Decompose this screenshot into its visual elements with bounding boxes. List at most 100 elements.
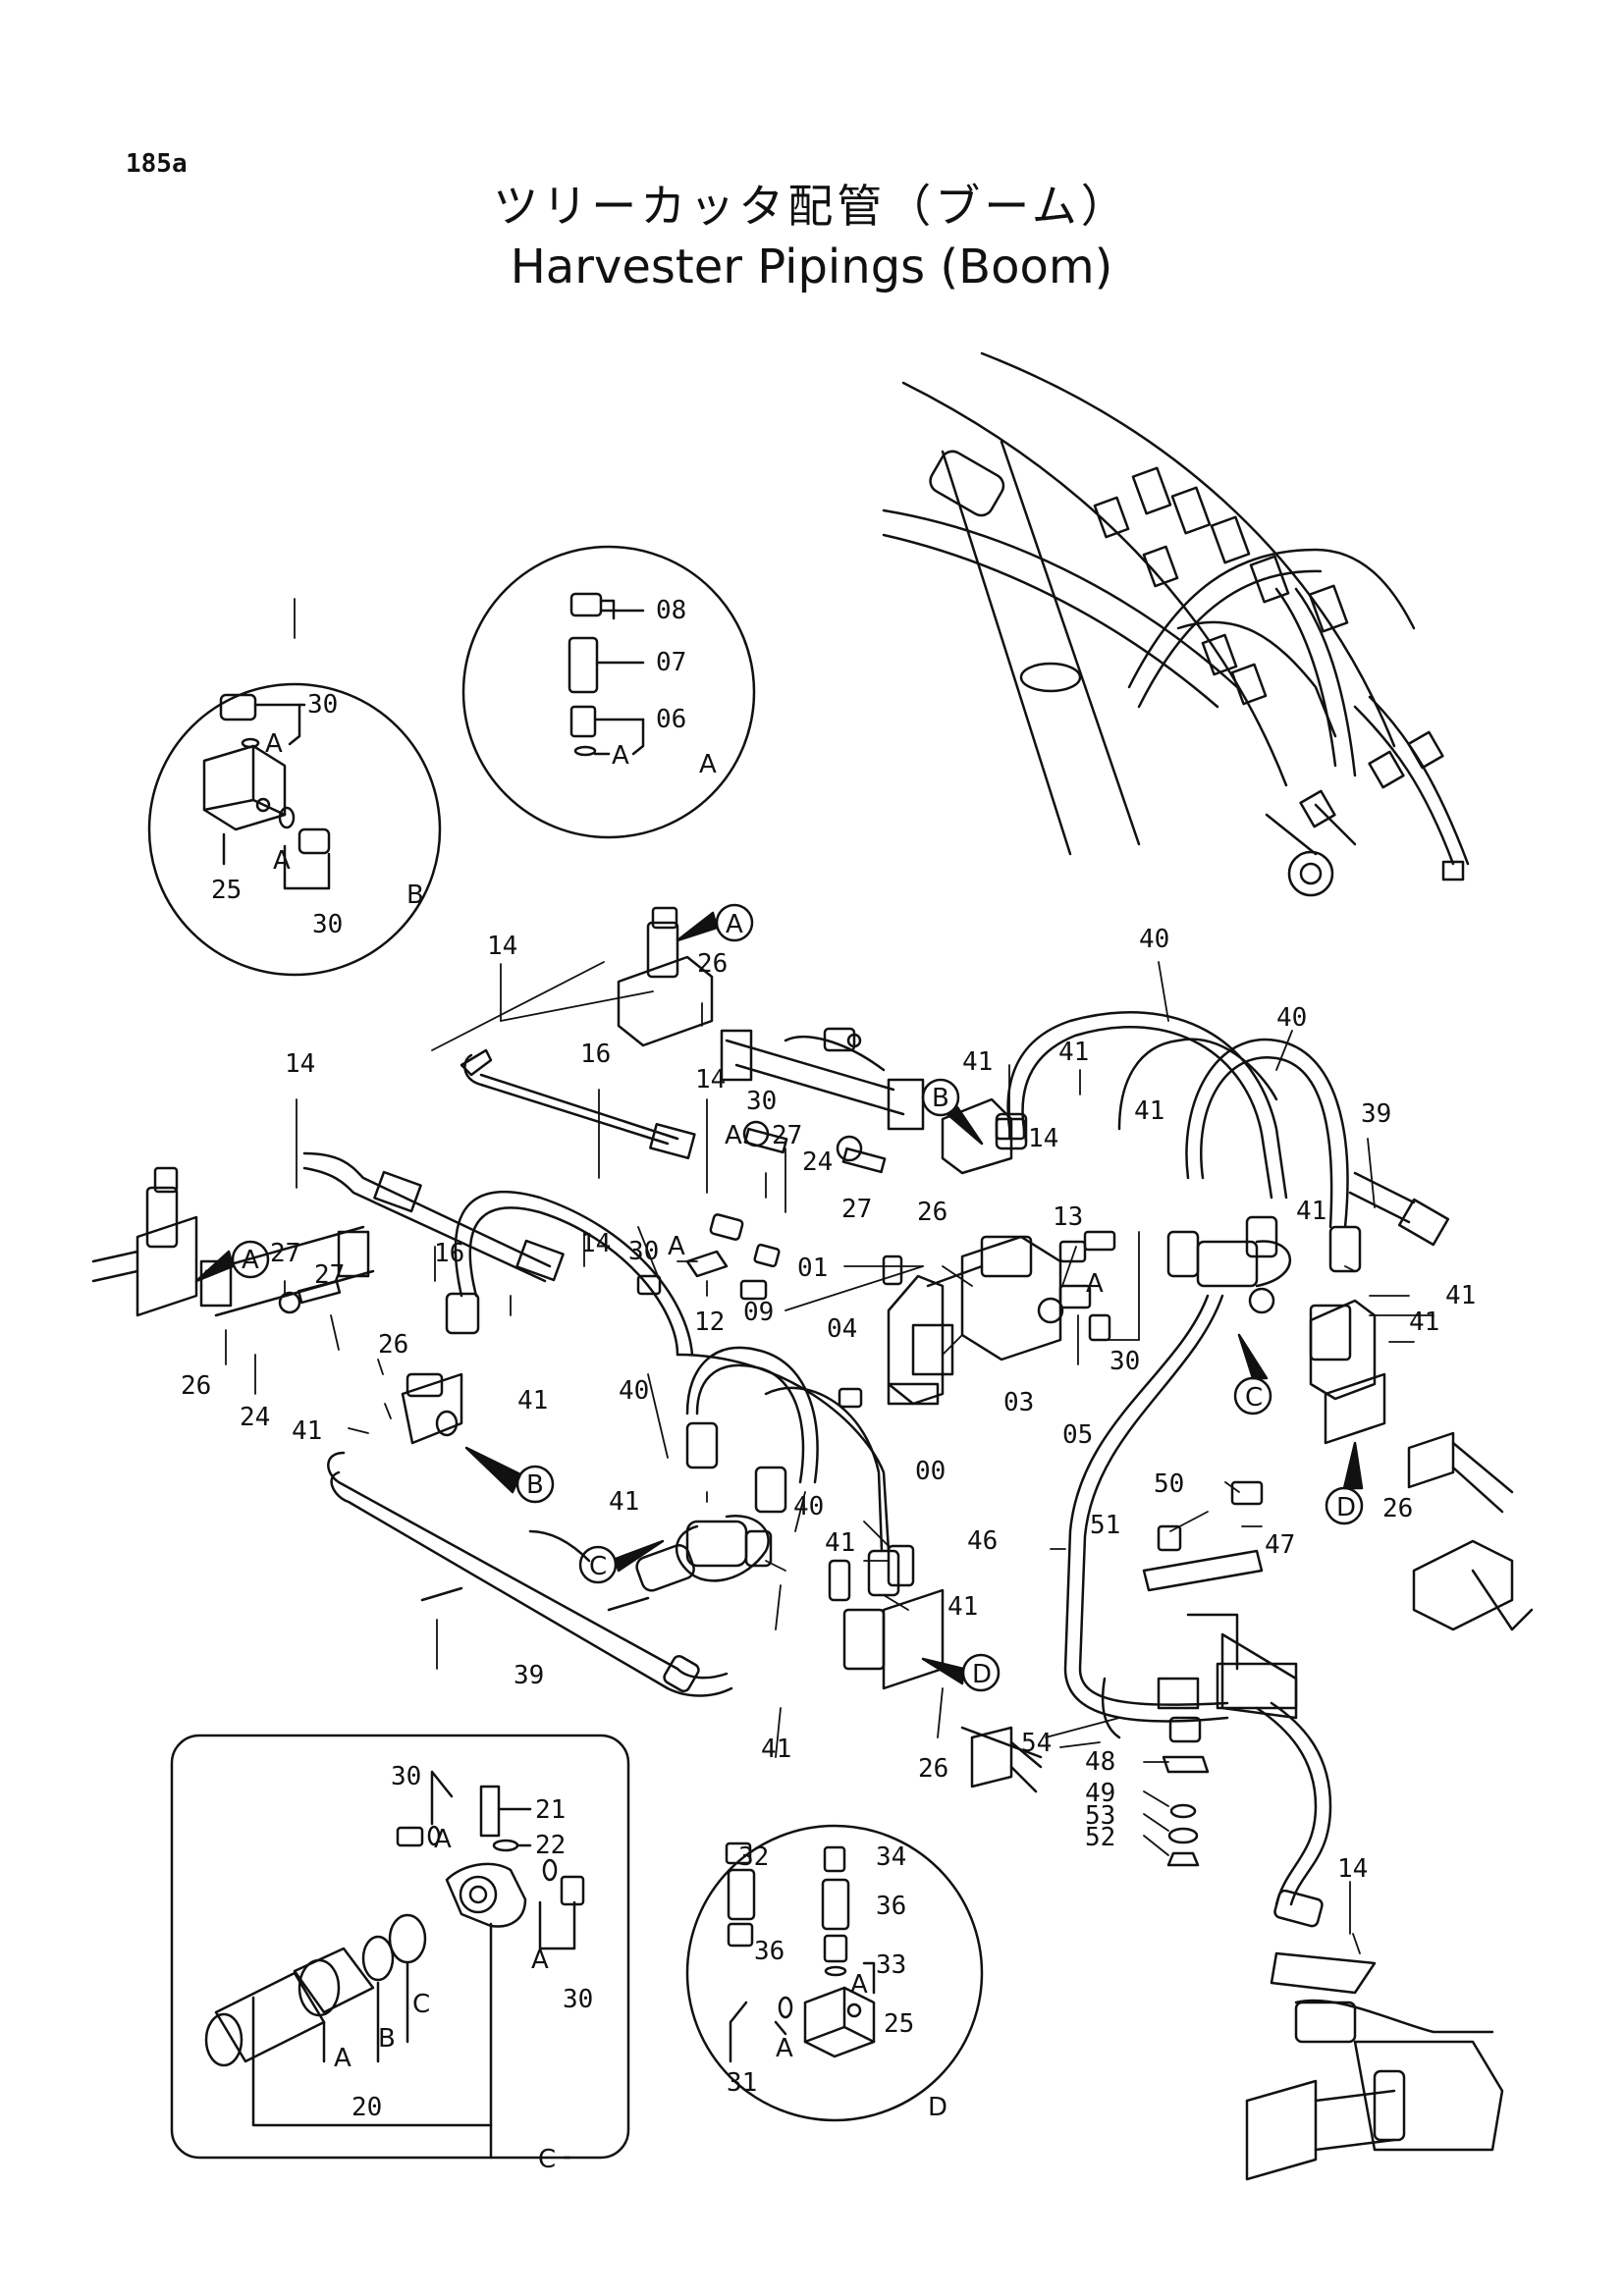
label-30: 30 <box>1109 1347 1140 1376</box>
mark-b: B <box>378 2024 396 2054</box>
leader-lines <box>225 598 1434 1954</box>
mark-a: A <box>334 2044 352 2073</box>
label-39: 39 <box>1361 1099 1391 1129</box>
label-31: 31 <box>727 2068 757 2098</box>
detail-view-c <box>170 1734 630 2160</box>
label-46: 46 <box>967 1526 998 1556</box>
detail-view-b <box>147 682 442 977</box>
label-07: 07 <box>656 648 686 677</box>
label-22: 22 <box>535 1831 566 1860</box>
mark-a: A <box>265 729 283 759</box>
mark-a: A <box>850 1970 868 2000</box>
label-51: 51 <box>1090 1511 1120 1540</box>
boom-overview <box>882 351 1470 897</box>
label-53: 53 <box>1085 1801 1115 1831</box>
label-25: 25 <box>884 2009 914 2039</box>
mark-c: C <box>412 1990 430 2019</box>
label-27: 27 <box>314 1260 345 1290</box>
label-21: 21 <box>535 1795 566 1825</box>
label-52: 52 <box>1085 1823 1115 1852</box>
mark-d: D <box>972 1660 992 1689</box>
label-13: 13 <box>1053 1202 1083 1232</box>
label-24: 24 <box>240 1403 270 1432</box>
label-05: 05 <box>1062 1420 1093 1450</box>
mark-b: B <box>406 881 424 910</box>
label-47: 47 <box>1265 1530 1295 1560</box>
label-50: 50 <box>1154 1469 1184 1499</box>
detail-view-a <box>461 545 756 839</box>
label-40: 40 <box>1139 925 1169 954</box>
label-41: 41 <box>517 1386 548 1415</box>
mark-b: B <box>526 1470 544 1500</box>
mark-a: A <box>776 2034 793 2063</box>
label-36: 36 <box>876 1892 906 1921</box>
label-06: 06 <box>656 705 686 734</box>
mark-c: C <box>589 1552 607 1581</box>
label-36: 36 <box>754 1937 784 1966</box>
label-40: 40 <box>793 1492 824 1522</box>
main-assembly-right-lower <box>420 1299 1534 2181</box>
label-41: 41 <box>947 1592 978 1622</box>
mark-a: A <box>242 1246 259 1275</box>
label-03: 03 <box>1003 1388 1034 1417</box>
label-16: 16 <box>580 1040 611 1069</box>
label-16: 16 <box>434 1239 464 1268</box>
label-32: 32 <box>738 1842 769 1872</box>
mark-c: C <box>1245 1383 1263 1413</box>
label-34: 34 <box>876 1842 906 1872</box>
mark-a: A <box>668 1232 685 1261</box>
label-30: 30 <box>312 910 343 939</box>
label-14: 14 <box>695 1065 726 1095</box>
label-41: 41 <box>761 1735 791 1764</box>
label-14: 14 <box>487 932 517 961</box>
label-14: 14 <box>1028 1124 1058 1153</box>
mark-a: A <box>726 910 743 939</box>
mark-a: A <box>434 1825 452 1854</box>
label-30: 30 <box>307 690 338 720</box>
label-14: 14 <box>580 1229 611 1258</box>
label-26: 26 <box>1382 1494 1413 1523</box>
label-00: 00 <box>915 1457 946 1486</box>
label-41: 41 <box>1058 1038 1089 1067</box>
label-26: 26 <box>378 1330 408 1360</box>
label-26: 26 <box>917 1198 947 1227</box>
main-assembly-left <box>91 1048 733 1697</box>
main-assembly-center <box>617 906 1291 1409</box>
label-49: 49 <box>1085 1779 1115 1808</box>
label-41: 41 <box>825 1528 855 1558</box>
label-30: 30 <box>391 1762 421 1791</box>
mark-a: A <box>725 1121 742 1150</box>
mark-a: A <box>699 750 717 779</box>
label-14: 14 <box>285 1049 315 1079</box>
label-27: 27 <box>270 1239 300 1268</box>
reference-callouts <box>194 903 1364 1692</box>
label-04: 04 <box>827 1314 857 1344</box>
label-30: 30 <box>628 1237 659 1266</box>
label-41: 41 <box>609 1487 639 1517</box>
label-41: 41 <box>962 1047 993 1077</box>
part-labels: 08 07 06 A A 30 A 25 A 30 B 14 26 A 16 1… <box>181 596 1476 2174</box>
title-japanese: ツリーカッタ配管（ブーム） <box>493 180 1130 233</box>
mark-c: C <box>538 2145 556 2174</box>
label-41: 41 <box>1445 1281 1476 1310</box>
mark-a: A <box>531 1946 549 1975</box>
label-39: 39 <box>514 1661 544 1690</box>
label-30: 30 <box>746 1087 777 1116</box>
label-25: 25 <box>211 876 242 905</box>
label-08: 08 <box>656 596 686 625</box>
page-code: 185a <box>126 149 188 179</box>
label-27: 27 <box>772 1121 802 1150</box>
title-english: Harvester Pipings (Boom) <box>510 240 1113 294</box>
label-48: 48 <box>1085 1747 1115 1777</box>
mark-b: B <box>932 1084 949 1113</box>
label-41: 41 <box>1134 1096 1164 1126</box>
label-20: 20 <box>352 2093 382 2122</box>
label-30: 30 <box>563 1985 593 2014</box>
mark-a: A <box>1086 1269 1104 1299</box>
mark-a: A <box>612 741 629 771</box>
label-41: 41 <box>1296 1197 1326 1226</box>
label-14: 14 <box>1337 1854 1368 1884</box>
label-26: 26 <box>181 1371 211 1401</box>
label-01: 01 <box>797 1254 828 1283</box>
